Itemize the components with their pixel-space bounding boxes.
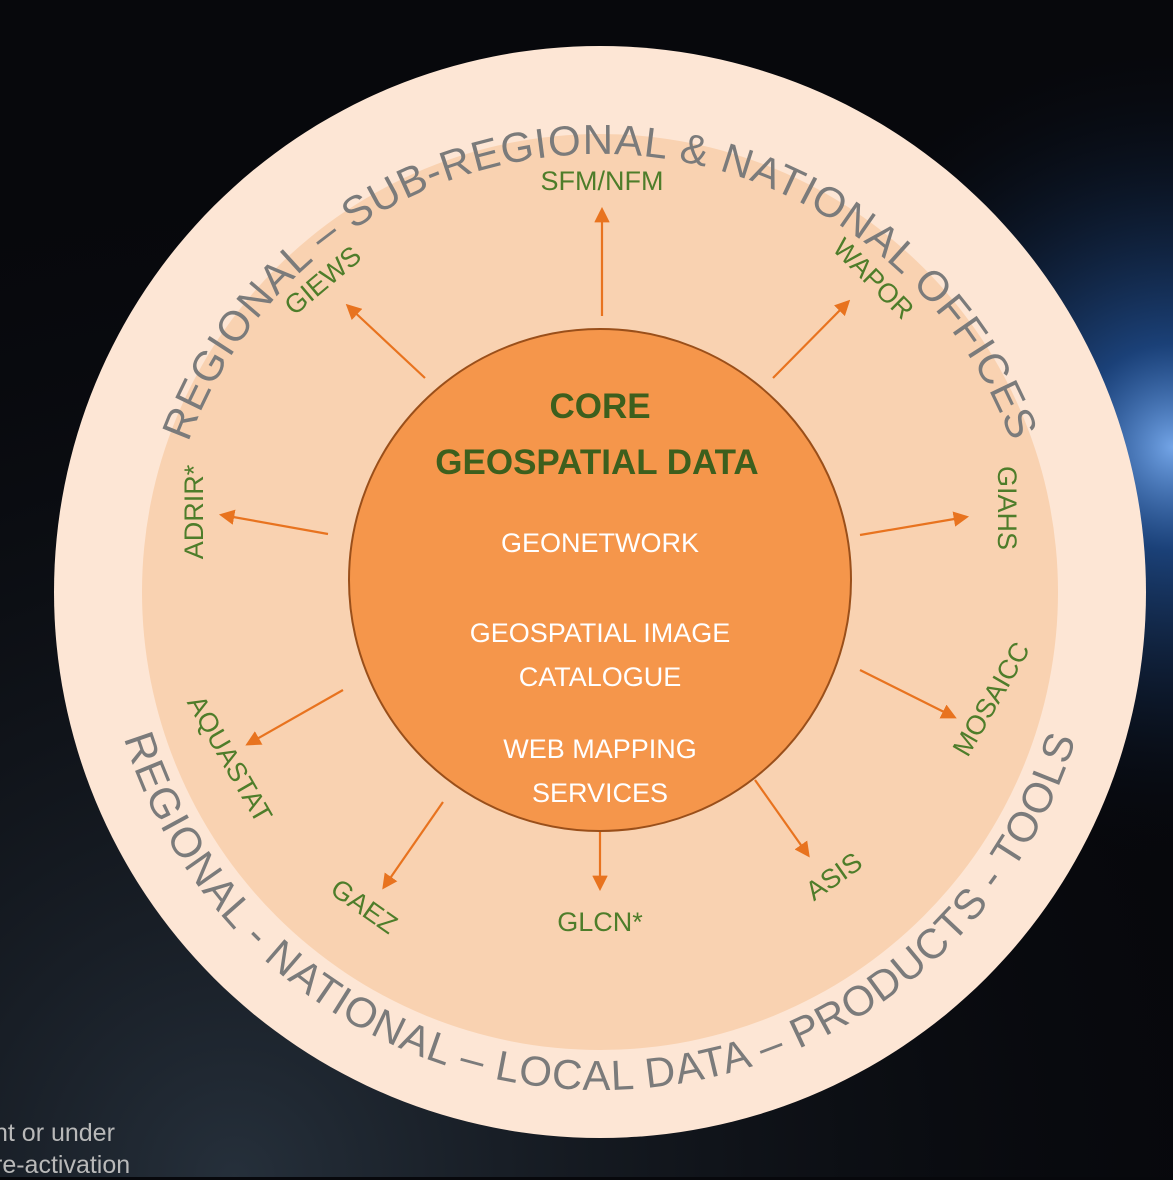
core-item-web-mapping-line2: SERVICES (532, 778, 668, 808)
arrow-asis (754, 779, 810, 858)
arrow-aquastat (245, 689, 344, 746)
arrow-wapor (772, 299, 851, 379)
core-title-line2: GEOSPATIAL DATA (435, 443, 758, 482)
product-label-glcn: GLCN* (557, 907, 643, 937)
product-label-adrir: ADRIR* (179, 464, 209, 559)
arrow-adrir (218, 509, 329, 536)
core-title-line1: CORE (549, 387, 650, 426)
arrow-gaez (382, 801, 444, 890)
arrow-mosaicc (859, 669, 957, 719)
arrow-giews (345, 303, 426, 379)
core-item-image-catalogue-line2: CATALOGUE (519, 662, 682, 692)
core-item-geonetwork: GEONETWORK (501, 528, 699, 558)
core-item-image-catalogue-line1: GEOSPATIAL IMAGE (470, 618, 731, 648)
footnote-line1: nt or under (0, 1119, 115, 1147)
product-label-sfm: SFM/NFM (541, 166, 664, 196)
arrow-giahs (859, 511, 970, 537)
product-label-giahs: GIAHS (992, 466, 1022, 550)
core-circle (348, 328, 852, 832)
arrows (218, 206, 970, 892)
footnote-line2: re-activation (0, 1151, 131, 1179)
core-item-web-mapping-line1: WEB MAPPING (503, 734, 697, 764)
